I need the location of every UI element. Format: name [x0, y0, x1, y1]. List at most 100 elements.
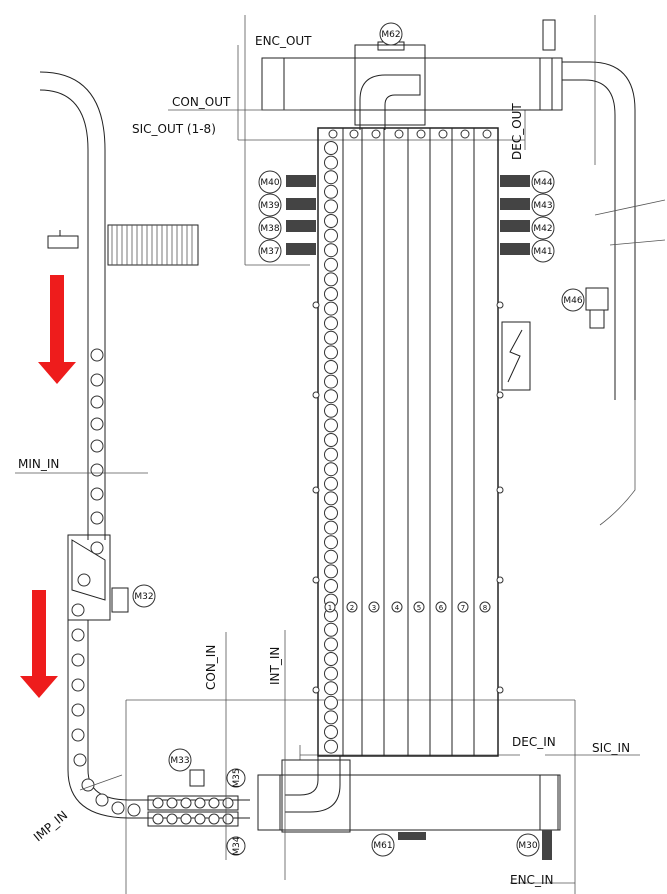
- svg-text:M38: M38: [260, 224, 279, 234]
- output-conveyor: [261, 19, 666, 526]
- table-motors: [111, 175, 609, 613]
- table-bottle: [324, 520, 338, 535]
- hatched-conveyor: [107, 224, 199, 266]
- leader-lines: [15, 109, 300, 880]
- label-con-in: CON_IN: [204, 645, 218, 690]
- table-bottle: [324, 433, 338, 447]
- svg-text:M42: M42: [533, 224, 552, 234]
- table-bottle: [324, 301, 338, 316]
- svg-text:6: 6: [439, 604, 444, 612]
- svg-text:M61: M61: [373, 841, 392, 851]
- svg-text:4: 4: [395, 604, 400, 612]
- svg-text:3: 3: [372, 604, 376, 612]
- motor-m37: M37: [258, 239, 282, 263]
- svg-text:M37: M37: [260, 247, 279, 257]
- svg-text:M34: M34: [232, 836, 242, 855]
- motor-m61: M61: [371, 833, 395, 857]
- table-bottle: [324, 710, 338, 725]
- svg-text:M41: M41: [533, 247, 552, 257]
- feed-bottles: [71, 348, 141, 817]
- table-bottle: [324, 287, 338, 301]
- motor-m33: M33: [168, 748, 192, 772]
- svg-text:M44: M44: [533, 178, 552, 188]
- label-imp-in: IMP_IN: [31, 808, 70, 844]
- svg-text:8: 8: [483, 604, 487, 612]
- motor-m39: M39: [258, 193, 282, 217]
- label-sic-in: SIC_IN: [592, 741, 630, 755]
- label-con-out: CON_OUT: [172, 95, 231, 109]
- lightning-icon: [501, 321, 531, 391]
- signal-labels: ENC_OUT CON_OUT SIC_OUT (1-8) DEC_OUT MI…: [18, 34, 630, 887]
- svg-text:M62: M62: [381, 30, 400, 40]
- table-bottle: [324, 214, 338, 228]
- lane-marker: 8: [479, 601, 491, 613]
- lane-marker: 1: [324, 601, 336, 613]
- motor-m43: M43: [531, 193, 555, 217]
- label-dec-out: DEC_OUT: [510, 103, 524, 160]
- arrow-down-icon: [20, 590, 58, 698]
- table-bottle: [324, 564, 338, 579]
- table-bottle: [324, 316, 338, 331]
- svg-text:M46: M46: [563, 296, 582, 306]
- table-bottles: [324, 141, 338, 754]
- svg-text:M33: M33: [170, 756, 189, 766]
- lane-marker: 4: [391, 601, 403, 613]
- table-bottle: [324, 155, 338, 170]
- table-bottle: [324, 695, 338, 710]
- table-bottle: [324, 637, 338, 652]
- table-bottle: [324, 389, 338, 404]
- label-dec-in: DEC_IN: [512, 735, 556, 749]
- lane-marker: 3: [368, 601, 380, 613]
- motor-m38: M38: [258, 216, 282, 240]
- svg-text:M43: M43: [533, 201, 552, 211]
- table-bottle: [324, 579, 338, 593]
- motor-m34: M34: [226, 836, 246, 856]
- table-bottle: [324, 403, 338, 418]
- motor-m62: M62: [379, 22, 403, 46]
- svg-text:M39: M39: [260, 201, 279, 211]
- frame-lines: [125, 15, 640, 894]
- motor-m42: M42: [531, 216, 555, 240]
- table-bottle: [324, 374, 338, 389]
- svg-text:M40: M40: [260, 178, 279, 188]
- lane-marker: 5: [413, 601, 425, 613]
- input-conveyor: [147, 756, 561, 860]
- table-bottle: [324, 257, 338, 272]
- arrow-down-icon: [38, 275, 76, 384]
- lane-marker: 2: [346, 601, 358, 613]
- feed-conveyor: [39, 71, 250, 819]
- table-bottle: [324, 476, 338, 491]
- lane-markers: 1 2 3 4 5 6 7 8: [324, 601, 491, 613]
- table-bottle: [324, 549, 338, 564]
- table-bottle: [324, 272, 338, 287]
- svg-text:M30: M30: [518, 841, 537, 851]
- svg-text:5: 5: [417, 604, 421, 612]
- table-bottle: [324, 345, 338, 360]
- motor-m46: M46: [561, 288, 585, 312]
- svg-text:M35: M35: [232, 768, 242, 787]
- table-bottle: [324, 652, 338, 666]
- lane-marker: 7: [457, 601, 469, 613]
- table-bottle: [324, 447, 338, 462]
- table-bottle: [324, 681, 338, 696]
- accumulation-table: [312, 127, 531, 757]
- label-sic-out: SIC_OUT (1-8): [132, 122, 216, 136]
- motor-m30: M30: [516, 833, 540, 857]
- label-enc-out: ENC_OUT: [255, 34, 312, 48]
- side-bolts: [312, 301, 504, 694]
- table-bottle: [324, 535, 338, 550]
- label-int-in: INT_IN: [268, 647, 282, 685]
- table-bottle: [324, 506, 338, 520]
- table-bottle: [324, 739, 338, 754]
- table-bottle: [324, 491, 338, 506]
- table-bottle: [324, 725, 338, 739]
- label-min-in: MIN_IN: [18, 457, 59, 471]
- motor-m44: M44: [531, 170, 555, 194]
- svg-text:M32: M32: [134, 592, 153, 602]
- motor-m41: M41: [531, 239, 555, 263]
- table-bottle: [324, 418, 338, 433]
- table-bottle: [324, 184, 338, 199]
- table-bottle: [324, 666, 338, 681]
- svg-text:7: 7: [461, 604, 465, 612]
